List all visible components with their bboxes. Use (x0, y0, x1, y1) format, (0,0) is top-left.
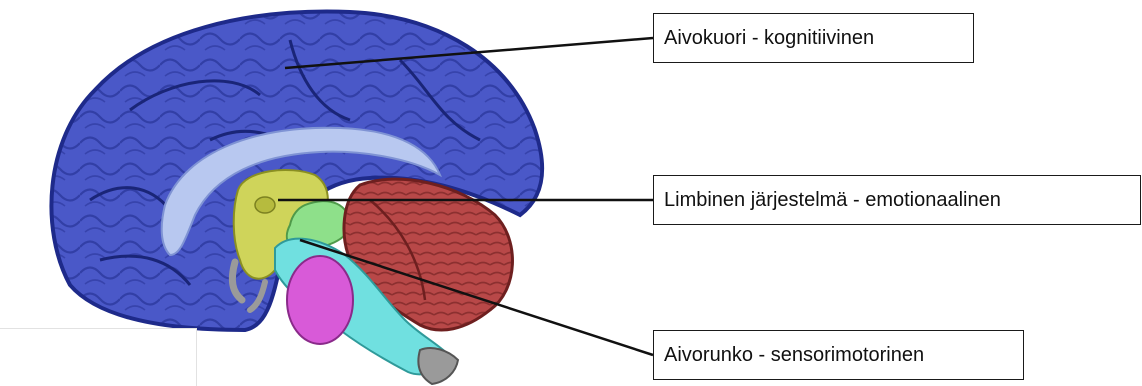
label-cortex: Aivokuori - kognitiivinen (653, 13, 974, 63)
label-brainstem: Aivorunko - sensorimotorinen (653, 330, 1024, 380)
label-brainstem-text: Aivorunko - sensorimotorinen (664, 345, 924, 365)
blank-corner-patch (0, 328, 197, 386)
pons (287, 256, 353, 344)
spinal-cord (418, 348, 458, 384)
label-limbic-system: Limbinen järjestelmä - emotionaalinen (653, 175, 1141, 225)
label-limbic-text: Limbinen järjestelmä - emotionaalinen (664, 190, 1001, 210)
label-cortex-text: Aivokuori - kognitiivinen (664, 28, 874, 48)
